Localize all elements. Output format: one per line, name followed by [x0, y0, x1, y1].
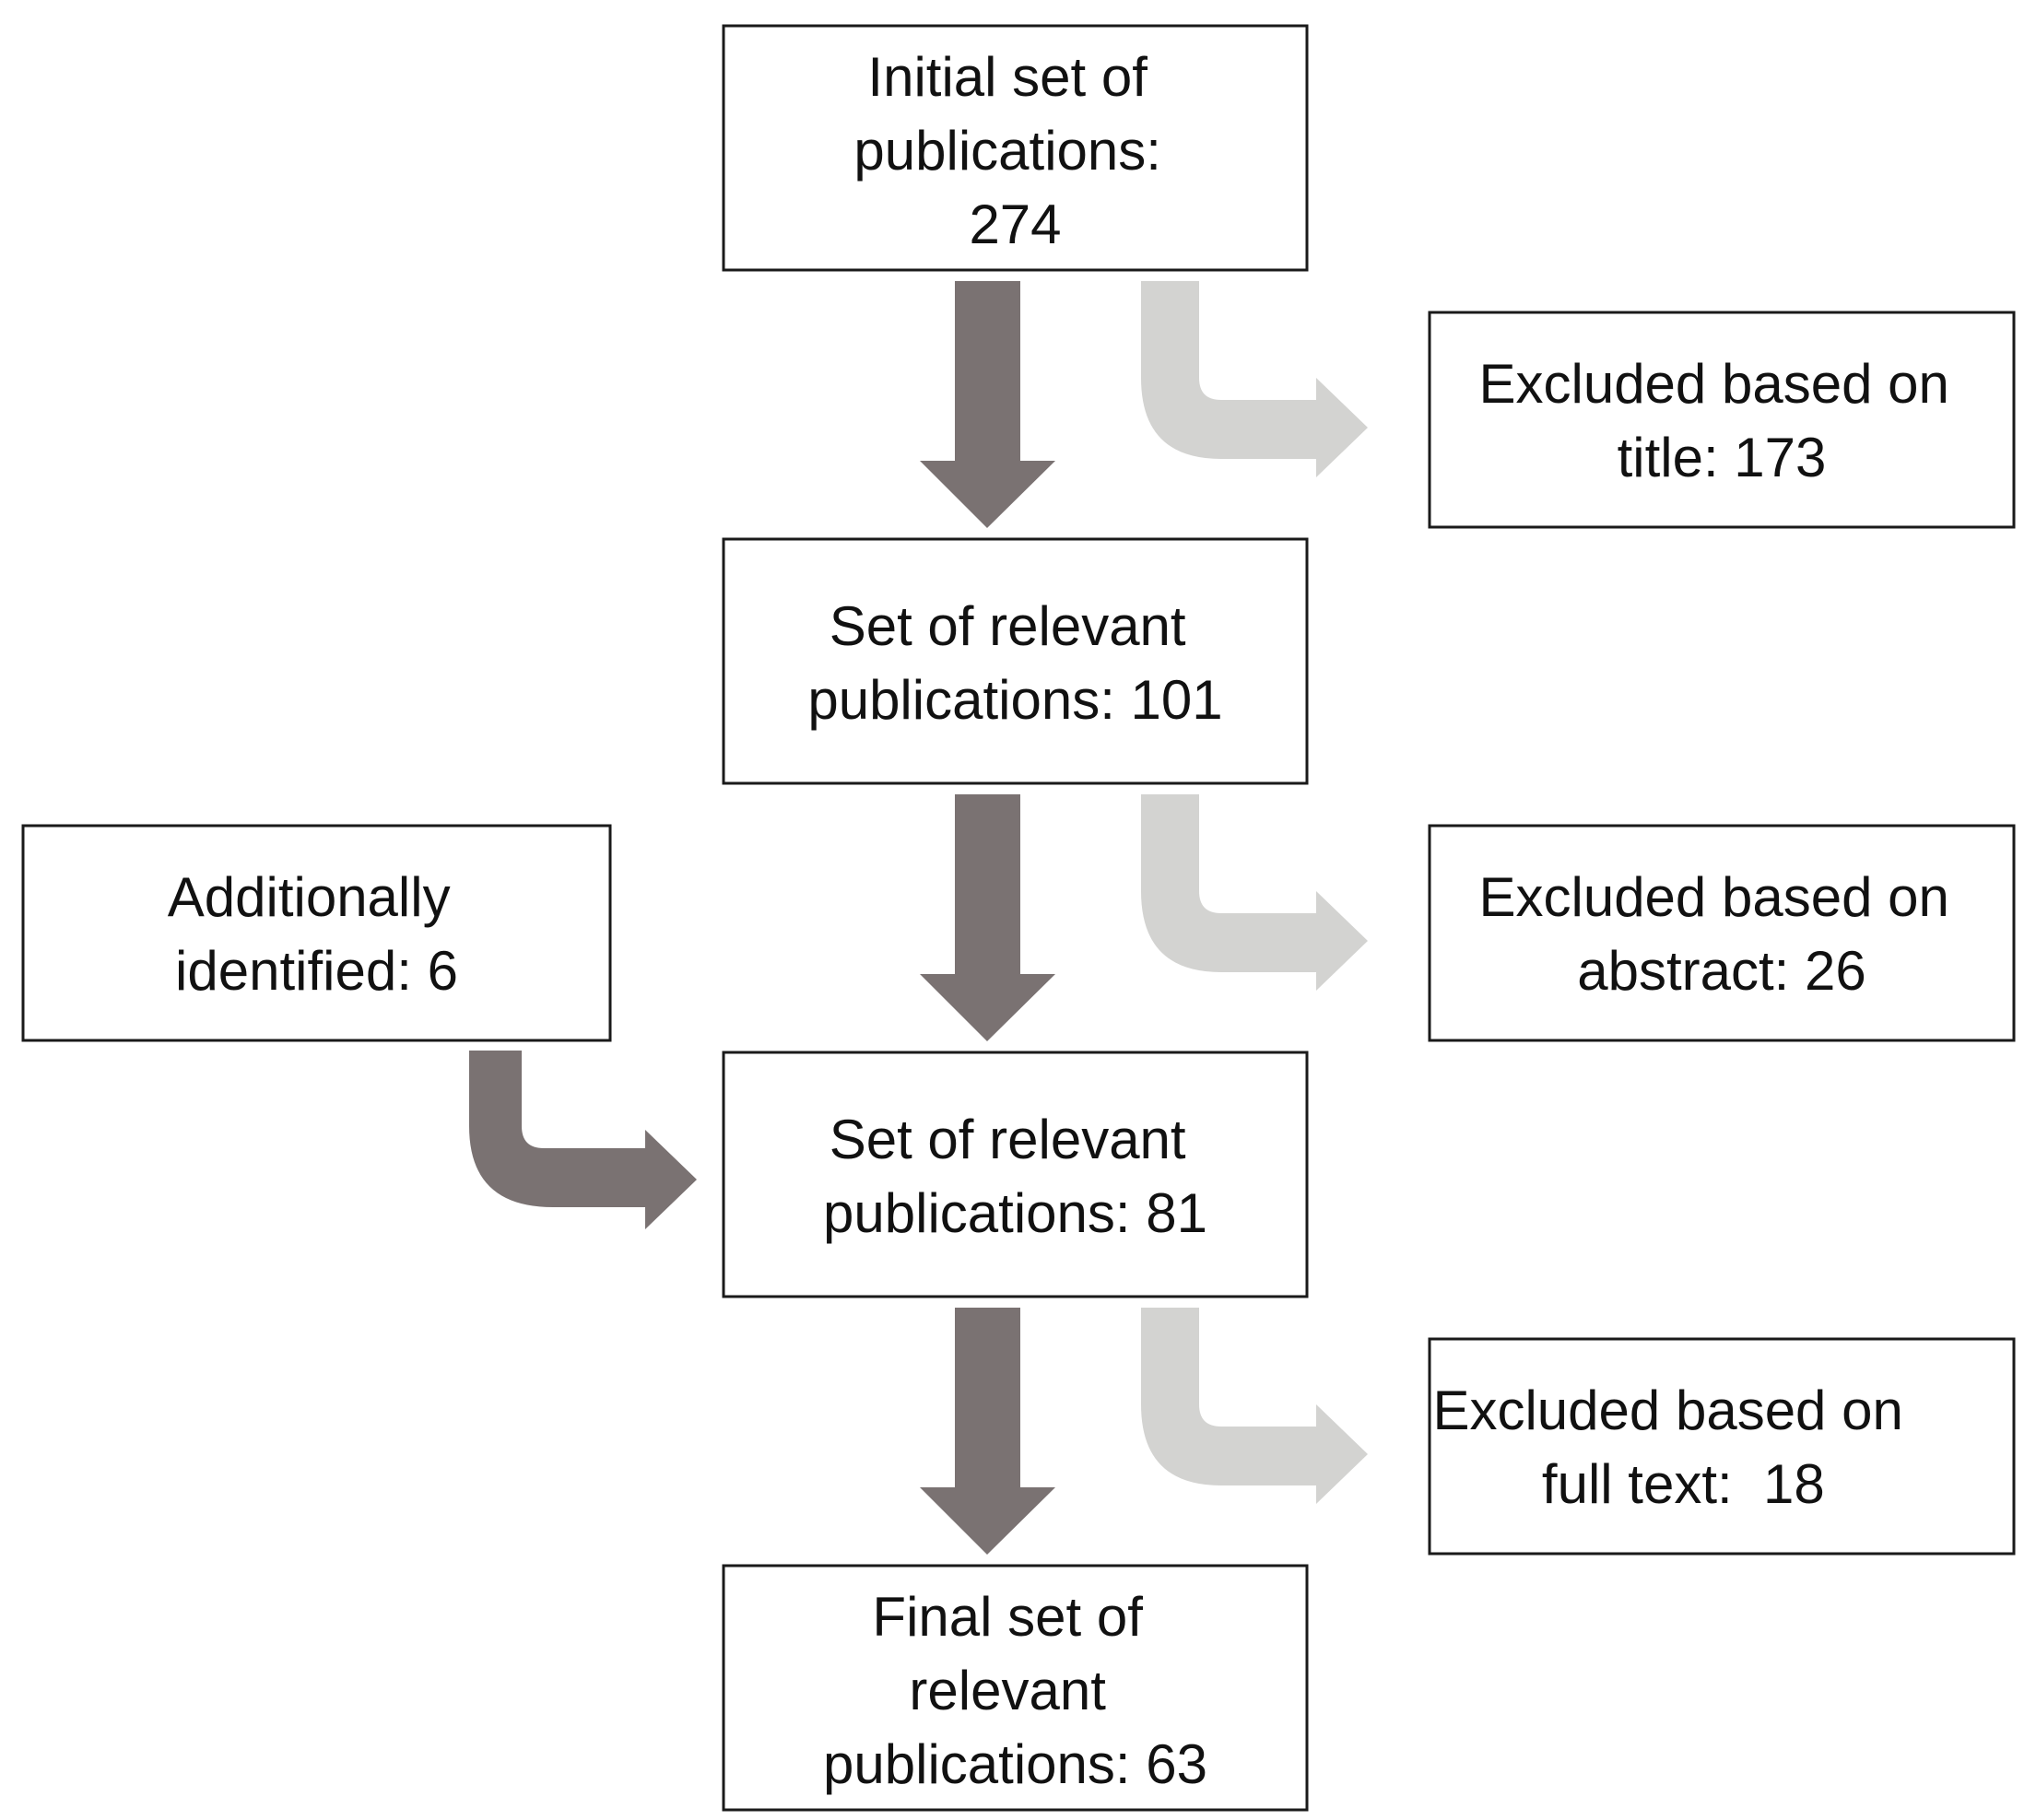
arrow-relevant-81-to-excluded-fulltext: [1141, 1308, 1368, 1504]
node-initial: Initial set of publications: 274: [722, 24, 1309, 272]
node-box: [722, 1564, 1309, 1812]
arrow-shaft: [955, 794, 1020, 974]
arrow-head: [920, 1487, 1055, 1555]
node-label: Set of relevant publications: 101: [807, 595, 1222, 731]
node-excluded-fulltext: Excluded based on full text: 18: [1428, 1337, 2016, 1556]
arrow-relevant-101-to-excluded-abstract: [1141, 794, 1368, 991]
node-relevant-101: Set of relevant publications: 101: [722, 537, 1309, 785]
arrow-bend: [1141, 794, 1368, 991]
arrow-shaft: [955, 281, 1020, 461]
arrow-shaft: [955, 1308, 1020, 1487]
node-label: Set of relevant publications: 81: [823, 1109, 1207, 1244]
arrow-initial-to-excluded-title: [1141, 281, 1368, 477]
node-box: [722, 537, 1309, 785]
node-label: Excluded based on title: 173: [1478, 353, 1964, 488]
arrow-bend: [1141, 1308, 1368, 1504]
node-box: [21, 824, 612, 1042]
arrow-bend: [1141, 281, 1368, 477]
node-box: [722, 24, 1309, 272]
arrow-head: [920, 461, 1055, 528]
node-box: [1428, 824, 2016, 1042]
arrow-relevant-101-to-relevant-81: [920, 794, 1055, 1041]
node-box: [1428, 311, 2016, 529]
node-excluded-title: Excluded based on title: 173: [1428, 311, 2016, 529]
arrow-initial-to-relevant-101: [920, 281, 1055, 528]
node-label: Excluded based on abstract: 26: [1478, 866, 1964, 1002]
node-box: [722, 1051, 1309, 1298]
arrow-head: [920, 974, 1055, 1041]
arrow-relevant-81-to-final: [920, 1308, 1055, 1555]
arrow-bend: [469, 1051, 697, 1229]
node-additional: Additionally identified: 6: [21, 824, 612, 1042]
node-relevant-81: Set of relevant publications: 81: [722, 1051, 1309, 1298]
node-label: Initial set of publications: 274: [853, 46, 1176, 255]
node-final: Final set of relevant publications: 63: [722, 1564, 1309, 1812]
node-label: Excluded based on full text: 18: [1432, 1380, 2010, 1515]
node-box: [1428, 1337, 2016, 1556]
node-label: Final set of relevant publications: 63: [823, 1586, 1207, 1795]
node-label: Additionally identified: 6: [168, 866, 466, 1002]
arrow-additional-to-relevant-81: [469, 1051, 697, 1229]
node-excluded-abstract: Excluded based on abstract: 26: [1428, 824, 2016, 1042]
